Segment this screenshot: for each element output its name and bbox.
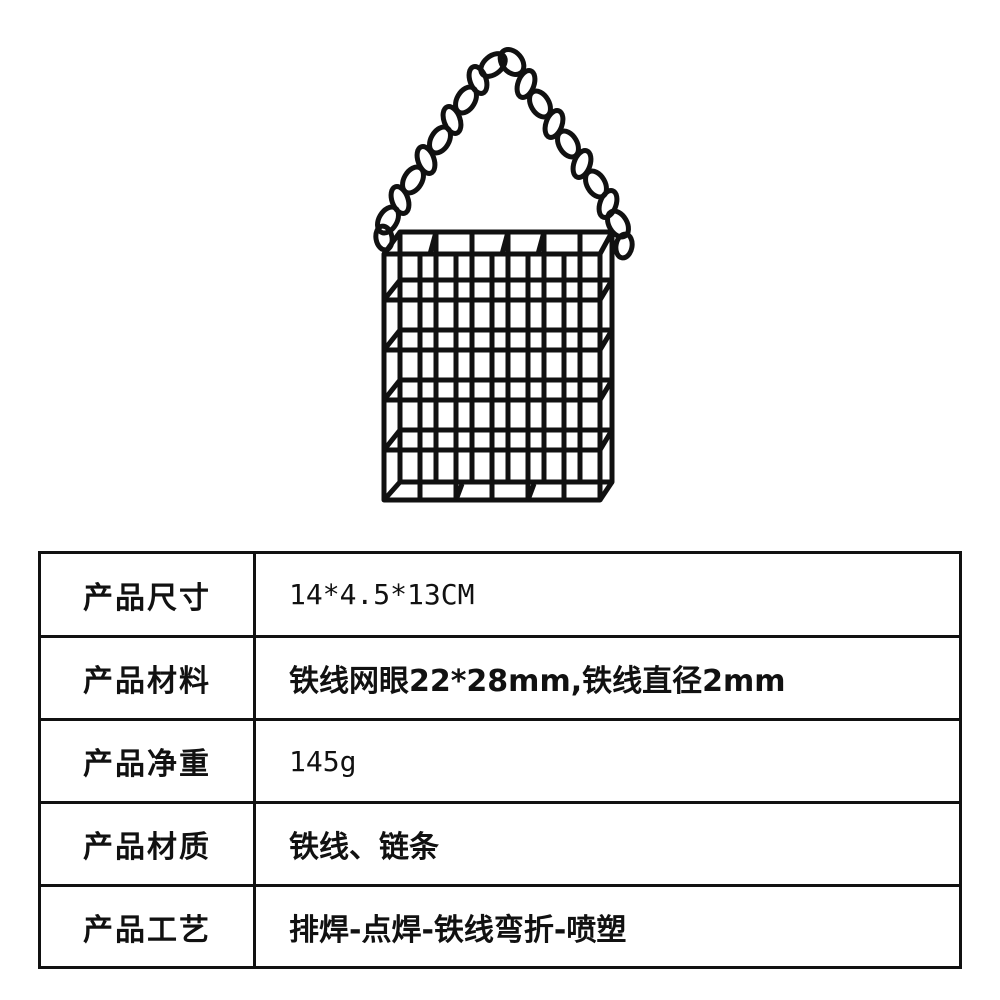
spec-table: 产品尺寸 14*4.5*13CM 产品材料 铁线网眼22*28mm,铁线直径2m… [38,551,962,969]
spec-row-texture: 产品材质 铁线、链条 [41,801,959,884]
spec-value: 铁线、链条 [289,830,439,865]
spec-label: 产品工艺 [83,912,211,948]
spec-label: 产品净重 [83,747,211,782]
spec-row-weight: 产品净重 145g [41,718,959,801]
product-illustration [373,46,635,503]
spec-row-material: 产品材料 铁线网眼22*28mm,铁线直径2mm [41,635,959,718]
spec-row-process: 产品工艺 排焊-点焊-铁线弯折-喷塑 [41,884,959,966]
spec-value: 14*4.5*13CM [289,578,475,611]
chain-icon [373,46,635,261]
cage-icon [381,229,615,503]
column-divider [253,554,256,966]
suet-cage-icon [373,46,635,503]
spec-label: 产品材质 [83,830,211,865]
spec-value: 145g [289,744,357,778]
spec-label: 产品材料 [83,664,211,699]
spec-value: 铁线网眼22*28mm,铁线直径2mm [289,664,786,699]
spec-row-size: 产品尺寸 14*4.5*13CM [41,554,959,635]
spec-label: 产品尺寸 [83,580,211,616]
spec-value: 排焊-点焊-铁线弯折-喷塑 [289,912,627,948]
